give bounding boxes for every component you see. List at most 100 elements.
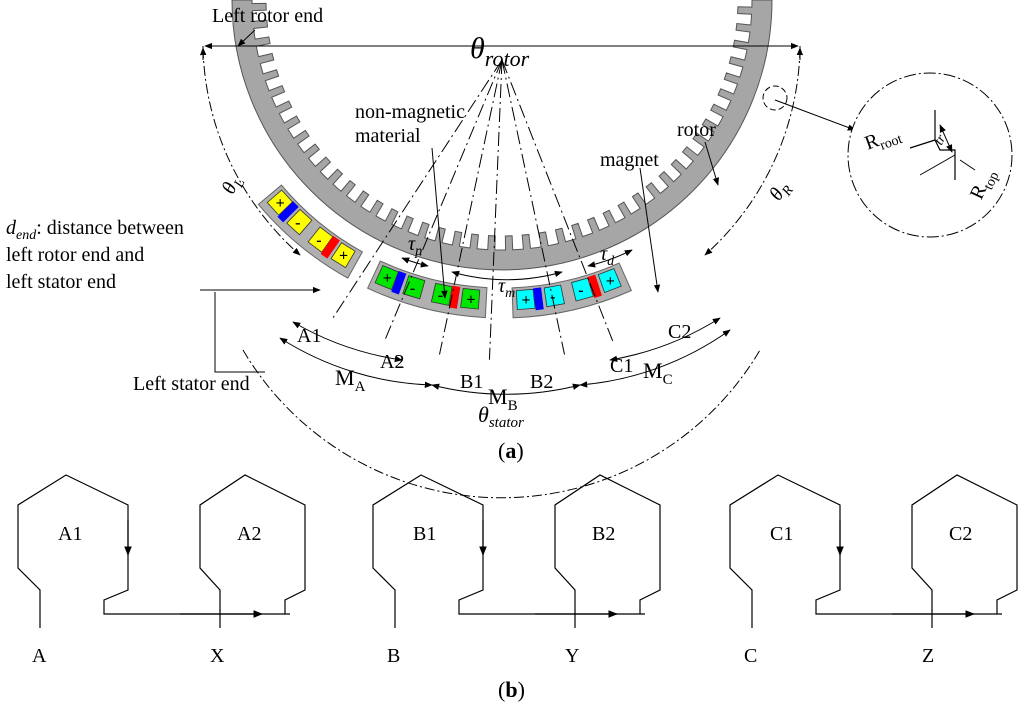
coil-sign: - (295, 214, 300, 231)
seg-c1-label: C1 (610, 355, 633, 377)
coil-right (911, 474, 1018, 628)
dend-line-3: left stator end (6, 271, 116, 293)
coil-sign: + (339, 248, 348, 265)
tau-p-arc (401, 257, 429, 268)
stator-segments: +--++--++--+ (257, 184, 633, 319)
coil-sign: - (316, 232, 321, 249)
coil-slot (460, 287, 481, 310)
theta-r-arc (704, 47, 804, 256)
theta-stator-label: θstator (478, 402, 524, 431)
coil-slot (543, 284, 565, 308)
magnet-bar (533, 287, 544, 311)
tau-m-label: τm (498, 275, 515, 301)
figure-a: +--++--++--+ (6, 0, 1013, 499)
coil-left-label: B1 (413, 523, 436, 545)
coil-sign: - (578, 282, 583, 299)
terminal-end: Z (922, 645, 934, 667)
nonmag-label-1: non-magnetic (355, 101, 465, 123)
coil-pair: B1 B2B Y (372, 474, 661, 667)
caption-a: (a) (498, 438, 524, 463)
coil-right-label: A2 (237, 523, 261, 545)
coil-left (17, 474, 290, 615)
rotor-body (231, 0, 773, 271)
coil-slot (307, 226, 334, 253)
figure-b: A1 A2A X B1 B2B Y C1 C2C Z (17, 474, 1018, 667)
pitch-ray (438, 59, 503, 355)
tau-m-arc (451, 270, 563, 281)
seg-a2-label: A2 (380, 351, 404, 373)
coil-left (372, 474, 645, 615)
coil-sign: + (466, 291, 475, 308)
tooth-detail-marker (762, 85, 788, 111)
coil-slot (402, 275, 426, 300)
left-stator-end-label: Left stator end (133, 373, 250, 395)
theta-r-label: θR (765, 177, 797, 207)
coil-left-label: A1 (58, 523, 82, 545)
coil-sign: + (383, 270, 392, 287)
magnet-bar (320, 235, 340, 259)
coil-right-label: C2 (949, 523, 972, 545)
mb-label: MB (488, 384, 518, 414)
caption-b: (b) (498, 677, 525, 702)
theta-l-label: θL (218, 172, 249, 199)
theta-stator-arc (242, 349, 761, 499)
dend-line-2: left rotor end and (6, 244, 144, 266)
coil-left-label: C1 (770, 523, 793, 545)
ma-label: MA (335, 365, 366, 395)
terminal-end: Y (565, 645, 579, 667)
coil-slot (374, 264, 399, 291)
coil-slot (515, 288, 536, 311)
left-rotor-end-label: Left rotor end (212, 5, 323, 27)
magnet-bar (391, 271, 407, 295)
pitch-ray (488, 59, 503, 360)
nonmag-label-2: material (355, 125, 421, 147)
dend-line-1: dend: distance between (6, 217, 184, 243)
tau-d-label: τd (600, 243, 615, 269)
theta-rotor-label: θrotor (470, 32, 530, 71)
magnet-bar (448, 285, 461, 309)
coil-right (199, 474, 306, 628)
rotor-label: rotor (677, 119, 716, 141)
tooth-detail (847, 72, 1013, 238)
terminal-start: C (744, 645, 757, 667)
a1-arc (292, 321, 403, 363)
rotor-ring (231, 0, 773, 271)
coil-sign: - (410, 280, 415, 297)
leader-lines (200, 29, 856, 373)
coil-sign: + (606, 273, 615, 290)
coil-sign: + (276, 195, 285, 212)
coil-left (729, 474, 1002, 615)
dimension-arcs (199, 47, 804, 499)
pitch-rays (332, 59, 614, 360)
coil-right-label: B2 (592, 523, 615, 545)
terminal-start: B (387, 645, 400, 667)
seg-b1-label: B1 (460, 371, 483, 393)
coil-pair: C1 C2C Z (729, 474, 1018, 667)
coil-slot (571, 277, 594, 302)
coil-slot (330, 242, 356, 269)
coil-slot (597, 268, 622, 294)
pitch-ray (384, 59, 503, 341)
seg-a1-label: A1 (297, 325, 321, 347)
c2-arc (609, 317, 721, 362)
tau-d-arc (587, 249, 633, 268)
coil-right (554, 474, 661, 628)
r-top-label: Rtop (966, 165, 1003, 204)
figure-a-labels: Left rotor end θrotor non-magnetic mater… (6, 5, 1002, 463)
terminal-end: X (210, 645, 225, 667)
mc-label: MC (643, 358, 673, 388)
coil-pair: A1 A2A X (17, 474, 306, 667)
mb-arc (431, 383, 581, 395)
pitch-ray (332, 59, 503, 319)
theta-l-arc (199, 47, 301, 256)
terminal-start: A (32, 645, 47, 667)
seg-b2-label: B2 (530, 371, 553, 393)
pitch-ray (501, 59, 566, 355)
seg-c2-label: C2 (668, 321, 691, 343)
tau-p-label: τp (408, 233, 422, 259)
coil-sign: - (438, 287, 443, 304)
coil-sign: + (521, 292, 530, 309)
magnet-bar (587, 274, 602, 299)
pitch-ray (501, 59, 614, 343)
